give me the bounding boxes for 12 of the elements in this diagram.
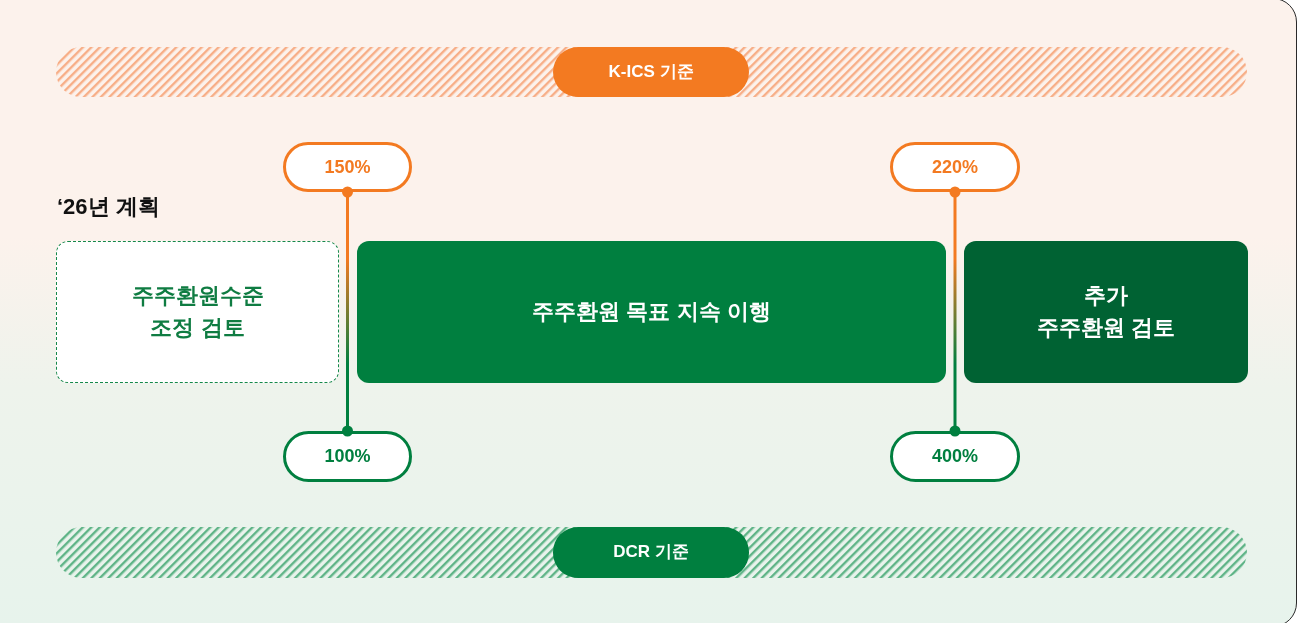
- threshold-pill: 150%: [283, 142, 412, 192]
- section-heading: ‘26년 계획: [57, 193, 160, 221]
- threshold-pill: 220%: [890, 142, 1020, 192]
- plan-box: 추가 주주환원 검토: [964, 241, 1248, 383]
- plan-box: 주주환원 목표 지속 이행: [357, 241, 946, 383]
- connector-line: [342, 186, 353, 437]
- standard-pill: K-ICS 기준: [553, 47, 749, 97]
- connector-line: [949, 186, 961, 437]
- threshold-pill: 100%: [283, 431, 412, 482]
- threshold-pill: 400%: [890, 431, 1020, 482]
- dashed-plan-box: 주주환원수준 조정 검토: [56, 241, 339, 383]
- standard-pill: DCR 기준: [553, 527, 749, 578]
